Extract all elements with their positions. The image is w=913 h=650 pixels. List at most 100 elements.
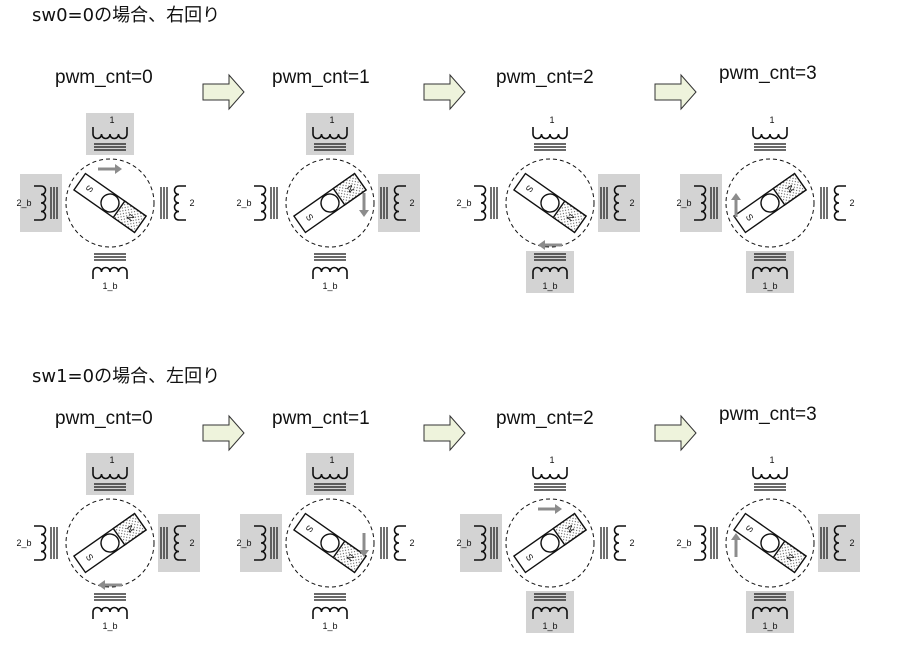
coil-right: 2 xyxy=(160,525,195,561)
section-title-ccw: sw1=0の場合、左回り xyxy=(32,366,220,387)
magnet-south-label: S xyxy=(84,183,96,194)
flow-arrow-icon xyxy=(654,73,697,111)
coil-label: 2_b xyxy=(676,538,691,548)
coil-winding xyxy=(312,127,348,140)
coil-winding xyxy=(393,525,406,561)
coil-winding xyxy=(393,185,406,221)
rotor-magnet: SN xyxy=(512,172,588,234)
magnet-north-pole xyxy=(332,540,368,574)
step-label: pwm_cnt=3 xyxy=(719,404,817,425)
step-label: pwm_cnt=2 xyxy=(496,67,594,88)
coil-winding xyxy=(92,266,128,279)
rotor-circle xyxy=(505,158,595,248)
coil-winding xyxy=(532,606,568,619)
coil-label: 2 xyxy=(629,198,634,208)
rotor-shaft xyxy=(760,533,780,553)
coil-winding xyxy=(34,185,47,221)
coil-winding xyxy=(833,185,846,221)
coil-left: 2_b xyxy=(676,525,718,561)
coil-winding xyxy=(532,127,568,140)
coil-right: 2 xyxy=(820,525,855,561)
coil-winding xyxy=(532,467,568,480)
magnet-south-label: S xyxy=(744,523,756,534)
coil-top: 1 xyxy=(92,115,128,151)
coil-winding xyxy=(173,525,186,561)
stepper-motor: 1 1_b 2_b 2 S N xyxy=(16,113,195,291)
coil-label: 2_b xyxy=(236,198,251,208)
rotor-circle xyxy=(285,158,375,248)
coil-label: 2_b xyxy=(16,538,31,548)
step-label: pwm_cnt=1 xyxy=(272,408,370,429)
rotor-shaft xyxy=(540,193,560,213)
coil-winding xyxy=(254,525,267,561)
rotor-magnet: SN xyxy=(292,512,368,574)
rotation-arrow-icon xyxy=(731,193,741,217)
magnet-north-label: N xyxy=(565,212,577,223)
coil-label: 2_b xyxy=(16,198,31,208)
magnet-north-pole xyxy=(552,200,588,234)
coil-label: 1_b xyxy=(322,281,337,291)
coil-label: 1 xyxy=(109,455,114,465)
magnet-south-label: S xyxy=(304,212,316,223)
coil-bottom: 1_b xyxy=(92,253,128,291)
coil-label: 1_b xyxy=(102,621,117,631)
coil-winding xyxy=(613,525,626,561)
rotation-arrow-icon xyxy=(731,533,741,557)
coil-winding xyxy=(312,266,348,279)
coil-winding xyxy=(694,525,707,561)
coil-left: 2_b xyxy=(236,185,278,221)
coil-bottom: 1_b xyxy=(92,593,128,631)
rotation-arrow-icon xyxy=(538,240,562,250)
coil-label: 2 xyxy=(189,198,194,208)
arrow-head xyxy=(731,533,741,540)
coil-winding xyxy=(752,266,788,279)
magnet-north-label: N xyxy=(125,212,137,223)
rotor-shaft xyxy=(540,533,560,553)
coil-left: 2_b xyxy=(236,525,278,561)
magnet-south-label: S xyxy=(744,212,756,223)
coil-winding xyxy=(613,185,626,221)
step-label: pwm_cnt=1 xyxy=(272,67,370,88)
magnet-north-label: N xyxy=(785,552,797,563)
coil-label: 1_b xyxy=(542,281,557,291)
arrow-head xyxy=(359,210,369,217)
magnet-north-pole xyxy=(332,172,368,206)
coil-label: 1 xyxy=(549,455,554,465)
coil-top: 1 xyxy=(312,115,348,151)
coil-right: 2 xyxy=(380,525,415,561)
coil-winding xyxy=(254,185,267,221)
coil-label: 1 xyxy=(109,115,114,125)
coil-winding xyxy=(752,467,788,480)
coil-winding xyxy=(833,525,846,561)
rotor-magnet: SN xyxy=(732,172,808,234)
flow-arrow-icon xyxy=(202,414,245,452)
coil-winding xyxy=(312,467,348,480)
step-label: pwm_cnt=0 xyxy=(55,67,153,88)
coil-label: 2 xyxy=(849,538,854,548)
step-label: pwm_cnt=2 xyxy=(496,408,594,429)
rotor-shaft xyxy=(100,533,120,553)
rotor-shaft xyxy=(320,193,340,213)
coil-top: 1 xyxy=(312,455,348,491)
coil-winding xyxy=(752,127,788,140)
coil-label: 2 xyxy=(629,538,634,548)
step-label: pwm_cnt=3 xyxy=(719,63,817,84)
coil-right: 2 xyxy=(600,525,635,561)
rotor-shaft xyxy=(320,533,340,553)
coil-left: 2_b xyxy=(456,525,498,561)
rotor-circle xyxy=(65,498,155,588)
magnet-north-label: N xyxy=(785,183,797,194)
rotation-arrow-icon xyxy=(359,193,369,217)
coil-winding xyxy=(92,127,128,140)
coil-label: 2_b xyxy=(676,198,691,208)
rotor-circle xyxy=(505,498,595,588)
magnet-north-label: N xyxy=(565,523,577,534)
flow-arrow-icon xyxy=(423,73,466,111)
arrow-head xyxy=(731,193,741,200)
coil-top: 1 xyxy=(532,115,568,151)
